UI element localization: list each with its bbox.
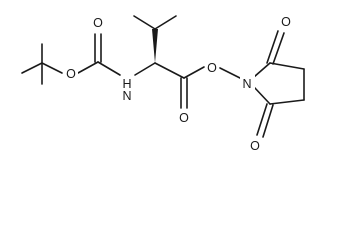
atom-o-carbonyl-boc: O bbox=[91, 14, 105, 30]
bond-lines bbox=[21, 15, 305, 138]
bond-boc-c-to-nh bbox=[97, 61, 121, 76]
bond-isopropyl-right bbox=[154, 15, 177, 30]
boc-valine-nhs-ester-structure: O O H N O O N O O bbox=[21, 13, 305, 153]
atom-labels: O O H N O O N O O bbox=[64, 13, 293, 153]
atom-n-amide-h-label: H bbox=[122, 77, 131, 91]
atom-o-ester-single: O bbox=[205, 59, 219, 75]
bond-ester-c-to-o bbox=[183, 66, 205, 79]
bond-isopropyl-left bbox=[133, 15, 156, 30]
bond-tbu-to-o bbox=[41, 62, 63, 74]
bond-c5-double-o-b bbox=[262, 104, 274, 138]
bond-nh-to-alpha-c bbox=[134, 62, 156, 76]
atom-n-amide-n-label: N bbox=[122, 89, 131, 103]
bond-c4-to-c5 bbox=[269, 99, 305, 105]
atom-n-amide: H N bbox=[119, 77, 135, 103]
atom-o-imide-bottom-label: O bbox=[250, 139, 260, 153]
atom-o-ether-boc-label: O bbox=[66, 67, 76, 81]
atom-n-imide-label: N bbox=[242, 77, 251, 91]
atom-o-ether-boc: O bbox=[64, 66, 78, 81]
atom-o-ester-carbonyl: O bbox=[177, 109, 191, 125]
bond-c2-double-o-b bbox=[272, 32, 285, 65]
bond-c5-double-o-a bbox=[256, 103, 268, 136]
bond-c2-to-c3 bbox=[269, 62, 305, 70]
atom-n-imide: N bbox=[240, 75, 255, 91]
atom-o-ester-single-label: O bbox=[207, 61, 217, 75]
bond-o-to-boc-carbonyl bbox=[77, 61, 99, 74]
bond-c2-double-o-a bbox=[266, 30, 279, 64]
wedge-alpha-to-isopropyl bbox=[152, 29, 158, 63]
bond-tbu-methyl-left bbox=[21, 62, 43, 74]
bond-n-to-c2 bbox=[253, 62, 271, 78]
bond-alpha-to-ester-c bbox=[154, 62, 185, 79]
bond-o-to-n-imide bbox=[219, 67, 241, 79]
atom-o-ester-carbonyl-label: O bbox=[179, 111, 189, 125]
bond-n-to-c5 bbox=[253, 86, 271, 105]
atom-o-imide-bottom: O bbox=[248, 137, 262, 153]
atom-o-imide-top: O bbox=[279, 13, 293, 29]
atom-o-imide-top-label: O bbox=[281, 15, 291, 29]
atom-o-carbonyl-boc-label: O bbox=[93, 16, 103, 30]
